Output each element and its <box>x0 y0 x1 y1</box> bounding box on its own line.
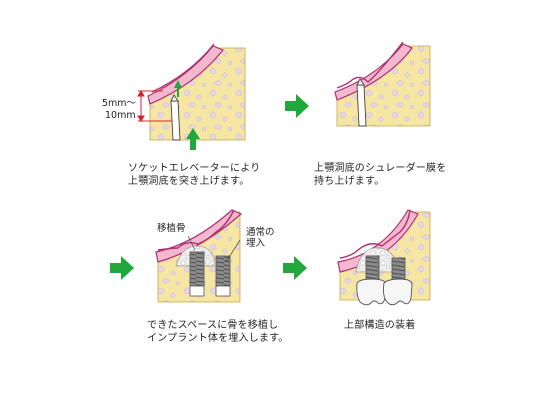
right-arrow-icon <box>110 256 134 280</box>
right-arrow-icon <box>285 94 309 118</box>
measurement-bracket <box>137 90 172 122</box>
normal-label-line1: 通常の <box>246 227 275 238</box>
caption-line: 上部構造の装着 <box>344 320 416 331</box>
implant-icon <box>189 251 205 297</box>
gum <box>147 45 224 105</box>
panel-1-elevator <box>137 43 246 150</box>
graft-label: 移植骨 <box>157 223 186 234</box>
leader-line <box>187 235 196 251</box>
caption-line: 上顎洞底のシュレーダー膜を <box>314 163 447 174</box>
panel-3-implant <box>155 209 243 303</box>
measure-bottom-label: 10mm <box>105 110 136 121</box>
caption-line: 上顎洞底を突き上げます。 <box>128 176 250 187</box>
step-4-caption: 上部構造の装着 <box>344 319 415 332</box>
measure-top-label: 5mm～ <box>102 98 137 109</box>
normal-label-line2: 埋入 <box>246 238 266 249</box>
leader-line <box>225 239 241 263</box>
socket-elevator-icon <box>170 94 181 141</box>
normal-placement-label: 通常の 埋入 <box>246 227 275 249</box>
implant-icon <box>215 255 231 297</box>
caption-line: できたスペースに骨を移植し <box>147 320 279 331</box>
sinus-membrane <box>157 209 235 251</box>
caption-line: ソケットエレベーターにより <box>128 163 261 174</box>
socket-elevator-icon <box>356 78 367 127</box>
step-3-caption: できたスペースに骨を移植し インプラント体を埋入します。 <box>147 319 289 345</box>
caption-line: インプラント体を埋入します。 <box>147 333 289 344</box>
step-1-caption: ソケットエレベーターにより 上顎洞底を突き上げます。 <box>128 162 260 188</box>
up-arrow-icon <box>174 80 182 97</box>
panel-4-crowns <box>337 209 431 306</box>
sinus-membrane <box>151 43 215 93</box>
crown-icon <box>356 278 387 306</box>
right-arrow-icon <box>283 256 307 280</box>
panel-2-membrane-lift <box>334 41 431 127</box>
up-arrow-icon <box>186 128 200 150</box>
crown-icon <box>382 278 413 306</box>
gum <box>155 209 243 263</box>
sinus-membrane <box>339 209 411 259</box>
sinus-membrane <box>336 41 404 89</box>
step-2-caption: 上顎洞底のシュレーダー膜を 持ち上げます。 <box>314 162 446 188</box>
caption-line: 持ち上げます。 <box>314 176 385 187</box>
